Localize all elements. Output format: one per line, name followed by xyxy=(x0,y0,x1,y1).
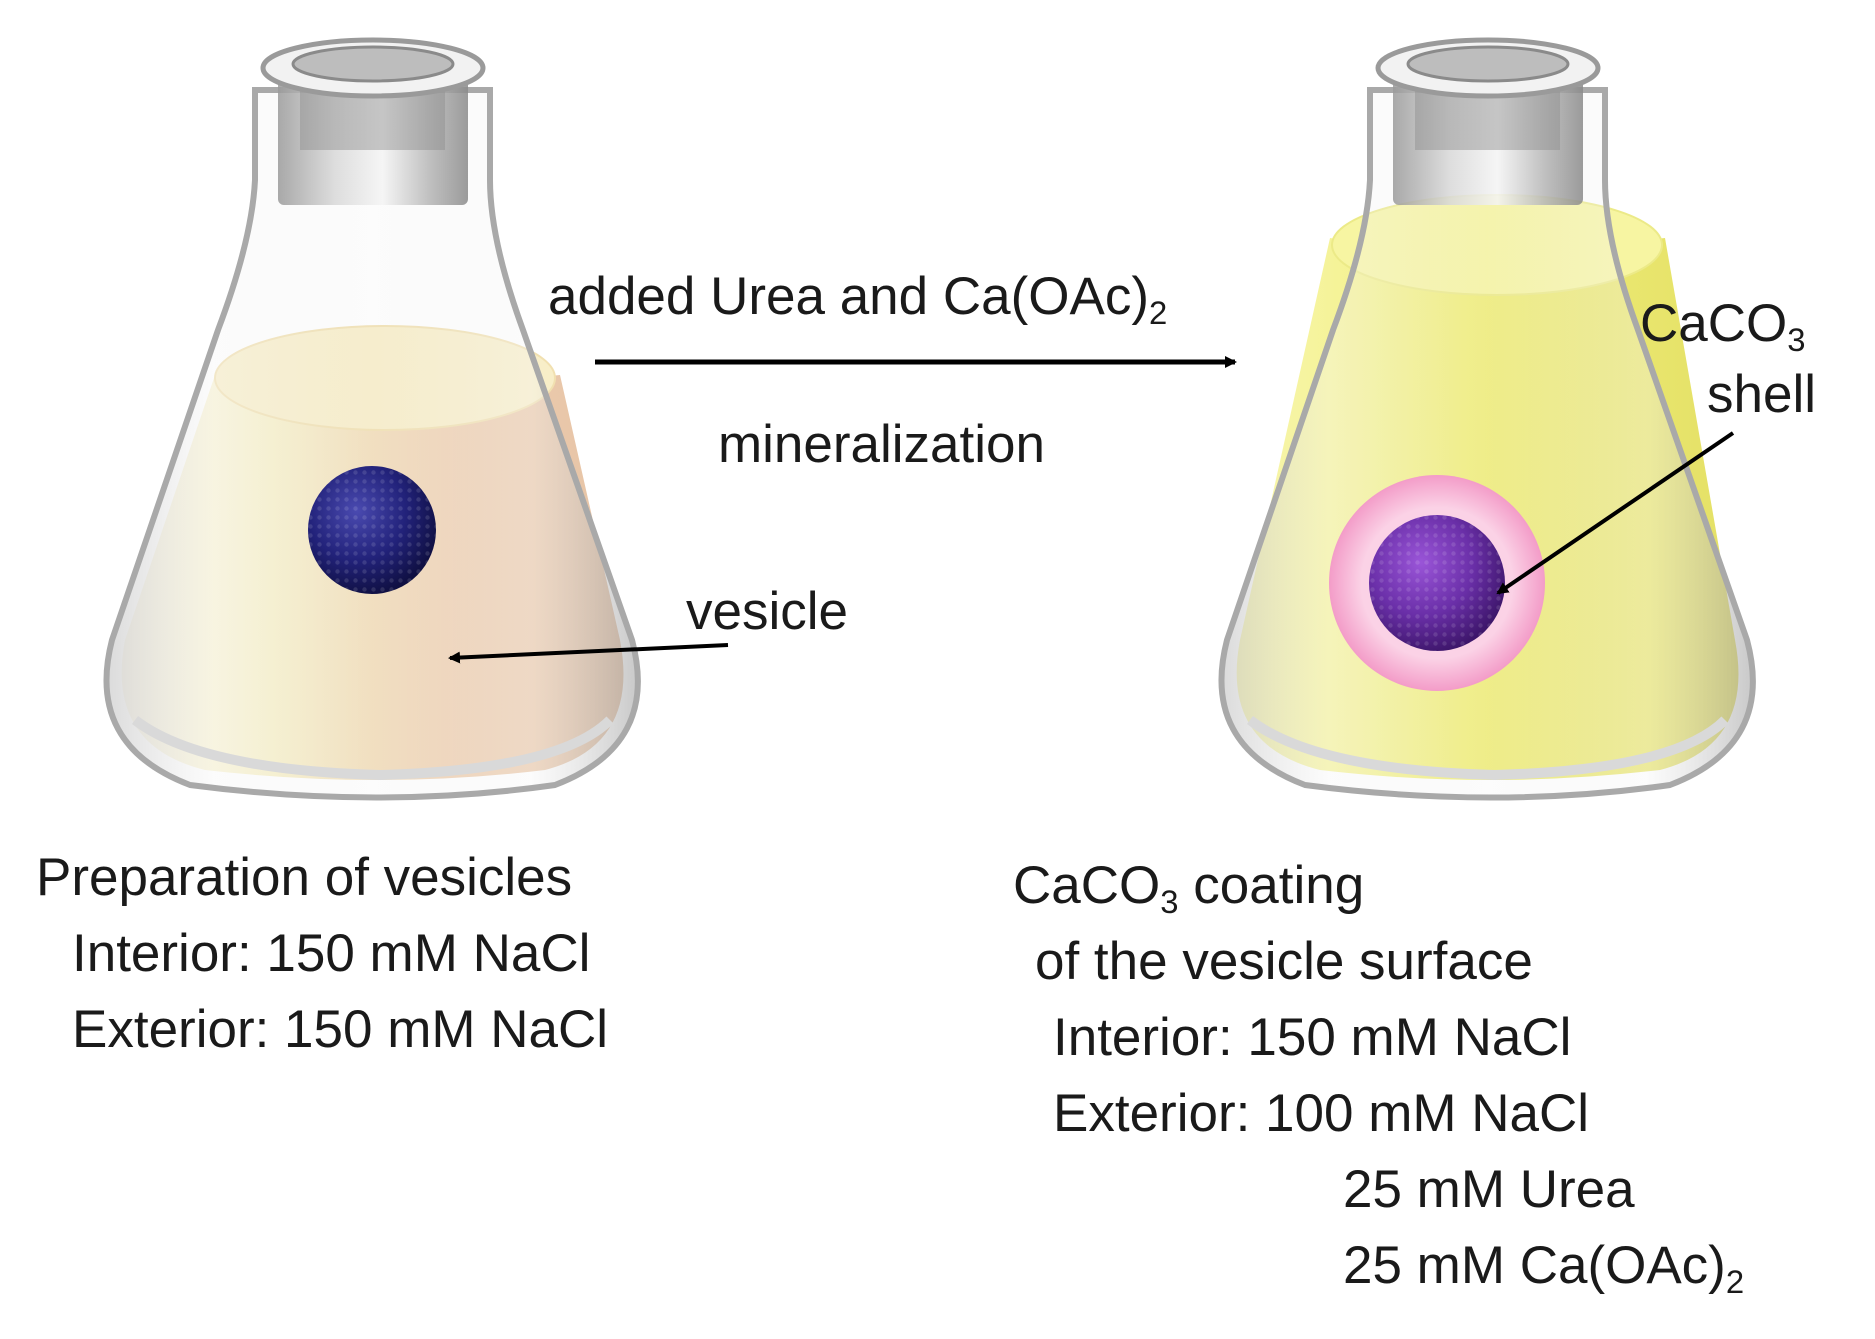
coated-vesicle-texture xyxy=(1369,515,1505,651)
left-caption-interior: Interior: 150 mM NaCl xyxy=(72,924,591,983)
vesicle-pointer-arrow xyxy=(448,643,729,664)
right-caption-urea: 25 mM Urea xyxy=(1343,1160,1635,1219)
arrow-label-top: added Urea and Ca(OAc)2 xyxy=(548,267,1167,329)
right-flask xyxy=(1218,37,1756,801)
shell-label-line2: shell xyxy=(1707,365,1817,424)
arrow-label-bottom: mineralization xyxy=(718,415,1045,474)
left-flask xyxy=(103,37,641,801)
right-caption-title: CaCO3 coating xyxy=(1013,848,1744,924)
shell-label-line1: CaCO3 xyxy=(1640,294,1806,356)
shell-label-subscript: 3 xyxy=(1787,320,1806,358)
right-caption-exterior: Exterior: 100 mM NaCl xyxy=(1053,1084,1590,1143)
right-caption: CaCO3 coating of the vesicle surface Int… xyxy=(1013,848,1744,1304)
left-flask-glass xyxy=(103,87,641,801)
shell-pointer-arrow xyxy=(1496,431,1735,595)
right-flask-base-rim xyxy=(1246,716,1729,781)
left-caption: Preparation of vesicles Interior: 150 mM… xyxy=(36,840,608,1068)
right-caption-interior: Interior: 150 mM NaCl xyxy=(1053,1008,1572,1067)
vesicle-label: vesicle xyxy=(686,582,849,641)
left-caption-title: Preparation of vesicles xyxy=(36,848,573,907)
arrow-label-top-subscript: 2 xyxy=(1149,293,1168,331)
right-caption-ca-text: 25 mM Ca(OAc) xyxy=(1343,1236,1726,1295)
vesicle-texture xyxy=(308,466,436,594)
left-flask-base-rim xyxy=(131,716,614,781)
right-caption-line2: of the vesicle surface xyxy=(1035,932,1533,991)
right-caption-title-rest: coating xyxy=(1178,856,1365,915)
right-caption-ca: 25 mM Ca(OAc)2 xyxy=(1013,1228,1744,1304)
left-caption-exterior: Exterior: 150 mM NaCl xyxy=(72,1000,609,1059)
arrow-label-top-text: added Urea and Ca(OAc) xyxy=(548,267,1149,326)
right-caption-title-text: CaCO xyxy=(1013,856,1161,915)
left-flask-opening xyxy=(291,45,455,83)
right-flask-opening xyxy=(1406,45,1570,83)
right-caption-ca-subscript: 2 xyxy=(1725,1262,1745,1300)
right-caption-title-subscript: 3 xyxy=(1160,882,1179,920)
shell-label-text: CaCO xyxy=(1640,294,1788,353)
